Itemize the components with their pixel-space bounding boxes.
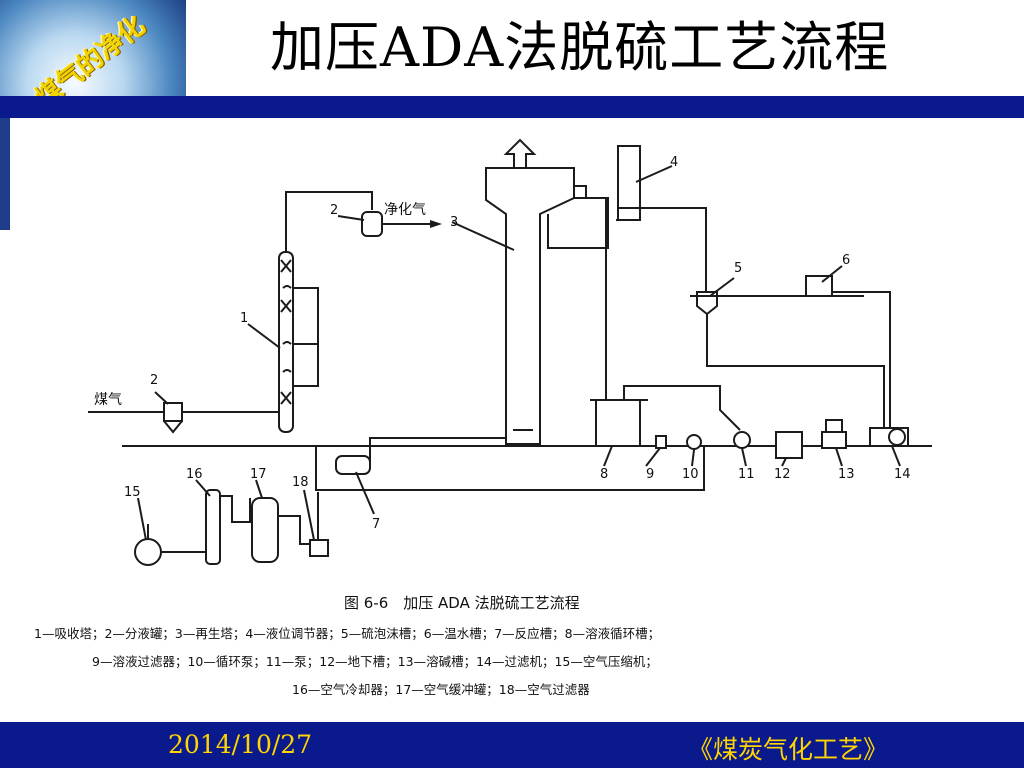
footer-book-title: 《煤炭气化工艺》	[688, 735, 889, 764]
absorber-tower	[278, 251, 294, 433]
pump	[733, 431, 751, 449]
air-compressor	[134, 524, 208, 566]
level-regulator	[617, 145, 641, 209]
num-8: 8	[600, 467, 608, 482]
legend-line-1: 1—吸收塔；2—分液罐；3—再生塔；4—液位调节器；5—硫泡沫槽；6—温水槽；7…	[34, 626, 660, 641]
separator-inlet	[163, 402, 183, 434]
froth-line	[690, 295, 885, 428]
separator-outlet	[361, 211, 383, 237]
solution-filter	[655, 435, 667, 449]
reaction-tank	[335, 455, 371, 475]
num-11: 11	[738, 467, 755, 482]
num-10: 10	[682, 467, 699, 482]
regulator-to-froth	[640, 207, 707, 292]
air-line-17-18	[278, 515, 310, 545]
regulator-pipes	[547, 185, 641, 249]
flow-diagram-svg: 1 2 2 3 4 5 6 7 8 9 10 11 12 13 14 15 16…	[34, 138, 932, 697]
leader-lines	[137, 165, 901, 541]
num-3: 3	[450, 215, 458, 230]
air-line-16-17	[220, 495, 251, 523]
underground-tank	[775, 431, 803, 459]
num-12: 12	[774, 467, 791, 482]
num-6: 6	[842, 253, 850, 268]
sulfur-froth-tank	[696, 291, 718, 316]
legend-line-2: 9—溶液过滤器；10—循环泵；11—泵；12—地下槽；13—溶碱槽；14—过滤机…	[92, 654, 658, 669]
circulation-tank	[595, 399, 641, 447]
process-flow-diagram: 1 2 2 3 4 5 6 7 8 9 10 11 12 13 14 15 16…	[10, 118, 1014, 720]
num-4: 4	[670, 155, 678, 170]
circulation-pump	[686, 434, 702, 450]
slide-title: 加压ADA法脱硫工艺流程	[270, 16, 890, 79]
slide-footer: 2014/10/27 《煤炭气化工艺》	[0, 722, 1024, 768]
alkali-tank	[821, 419, 847, 449]
figure-caption: 图 6-6 加压 ADA 法脱硫工艺流程	[344, 594, 580, 612]
num-5: 5	[734, 261, 742, 276]
warm-water-tank	[805, 275, 833, 297]
footer-date: 2014/10/27	[168, 730, 313, 759]
reaction-tank-pipes	[315, 437, 705, 491]
num-7: 7	[372, 517, 380, 532]
regeneration-tower	[485, 167, 575, 445]
num-9: 9	[646, 467, 654, 482]
num-18: 18	[292, 475, 309, 490]
num-14: 14	[894, 467, 911, 482]
absorber-side-loop	[293, 287, 319, 387]
tank8-top-line	[590, 198, 741, 431]
num-17: 17	[250, 467, 267, 482]
filter-machine	[869, 427, 909, 447]
left-decoration-strip	[0, 118, 10, 230]
absorber-outlet-line	[285, 191, 373, 252]
tower-vent	[503, 138, 537, 168]
header-bar	[0, 96, 1024, 118]
num-15: 15	[124, 485, 141, 500]
purified-gas-label: 净化气	[384, 202, 426, 218]
purified-gas-arrow	[430, 220, 442, 228]
air-cooler	[205, 489, 221, 565]
num-16: 16	[186, 467, 203, 482]
num-2-inlet: 2	[150, 373, 158, 388]
coal-gas-label: 煤气	[94, 392, 122, 408]
num-1: 1	[240, 311, 248, 326]
num-2-outlet: 2	[330, 203, 338, 218]
air-buffer-tank	[251, 497, 279, 563]
air-filter	[309, 539, 329, 557]
legend-line-3: 16—空气冷却器；17—空气缓冲罐；18—空气过滤器	[292, 682, 590, 697]
num-13: 13	[838, 467, 855, 482]
warm-water-line	[832, 291, 891, 428]
